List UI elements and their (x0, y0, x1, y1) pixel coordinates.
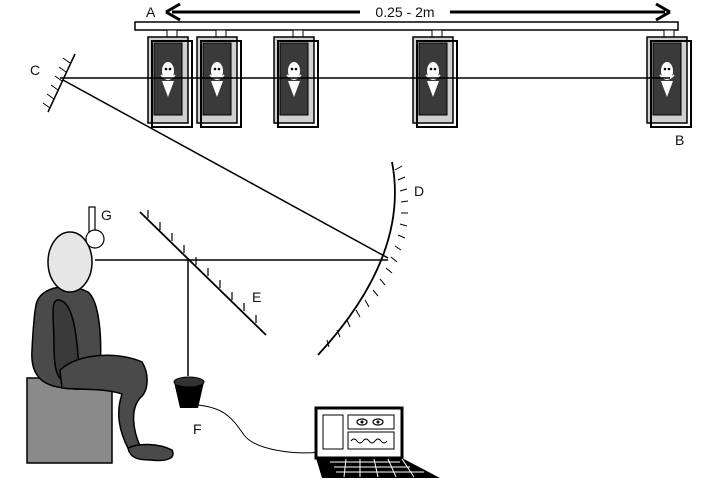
laptop (314, 406, 440, 478)
label-f: F (193, 421, 202, 437)
seat (26, 377, 113, 464)
distance-arrow: 0.25 - 2m (165, 2, 671, 22)
target-frame (646, 36, 692, 128)
light-g (85, 206, 105, 249)
track-rail (134, 21, 679, 41)
target-frame (196, 36, 242, 128)
camera-cable (197, 404, 321, 454)
label-d: D (414, 183, 424, 199)
observer (26, 231, 174, 464)
label-b: B (675, 132, 684, 148)
label-a: A (146, 4, 156, 20)
distance-label: 0.25 - 2m (375, 4, 434, 20)
label-g: G (101, 207, 112, 223)
label-e: E (252, 289, 261, 305)
label-c: C (30, 62, 40, 78)
mirror-c (42, 53, 76, 113)
camera-f (173, 376, 205, 408)
head (47, 231, 93, 293)
beam-c-to-d (62, 79, 389, 259)
concave-mirror-d (317, 161, 409, 356)
target-frame (147, 36, 193, 128)
target-frame (273, 36, 319, 128)
target-frame (412, 36, 458, 128)
beam-splitter-e (139, 210, 267, 336)
